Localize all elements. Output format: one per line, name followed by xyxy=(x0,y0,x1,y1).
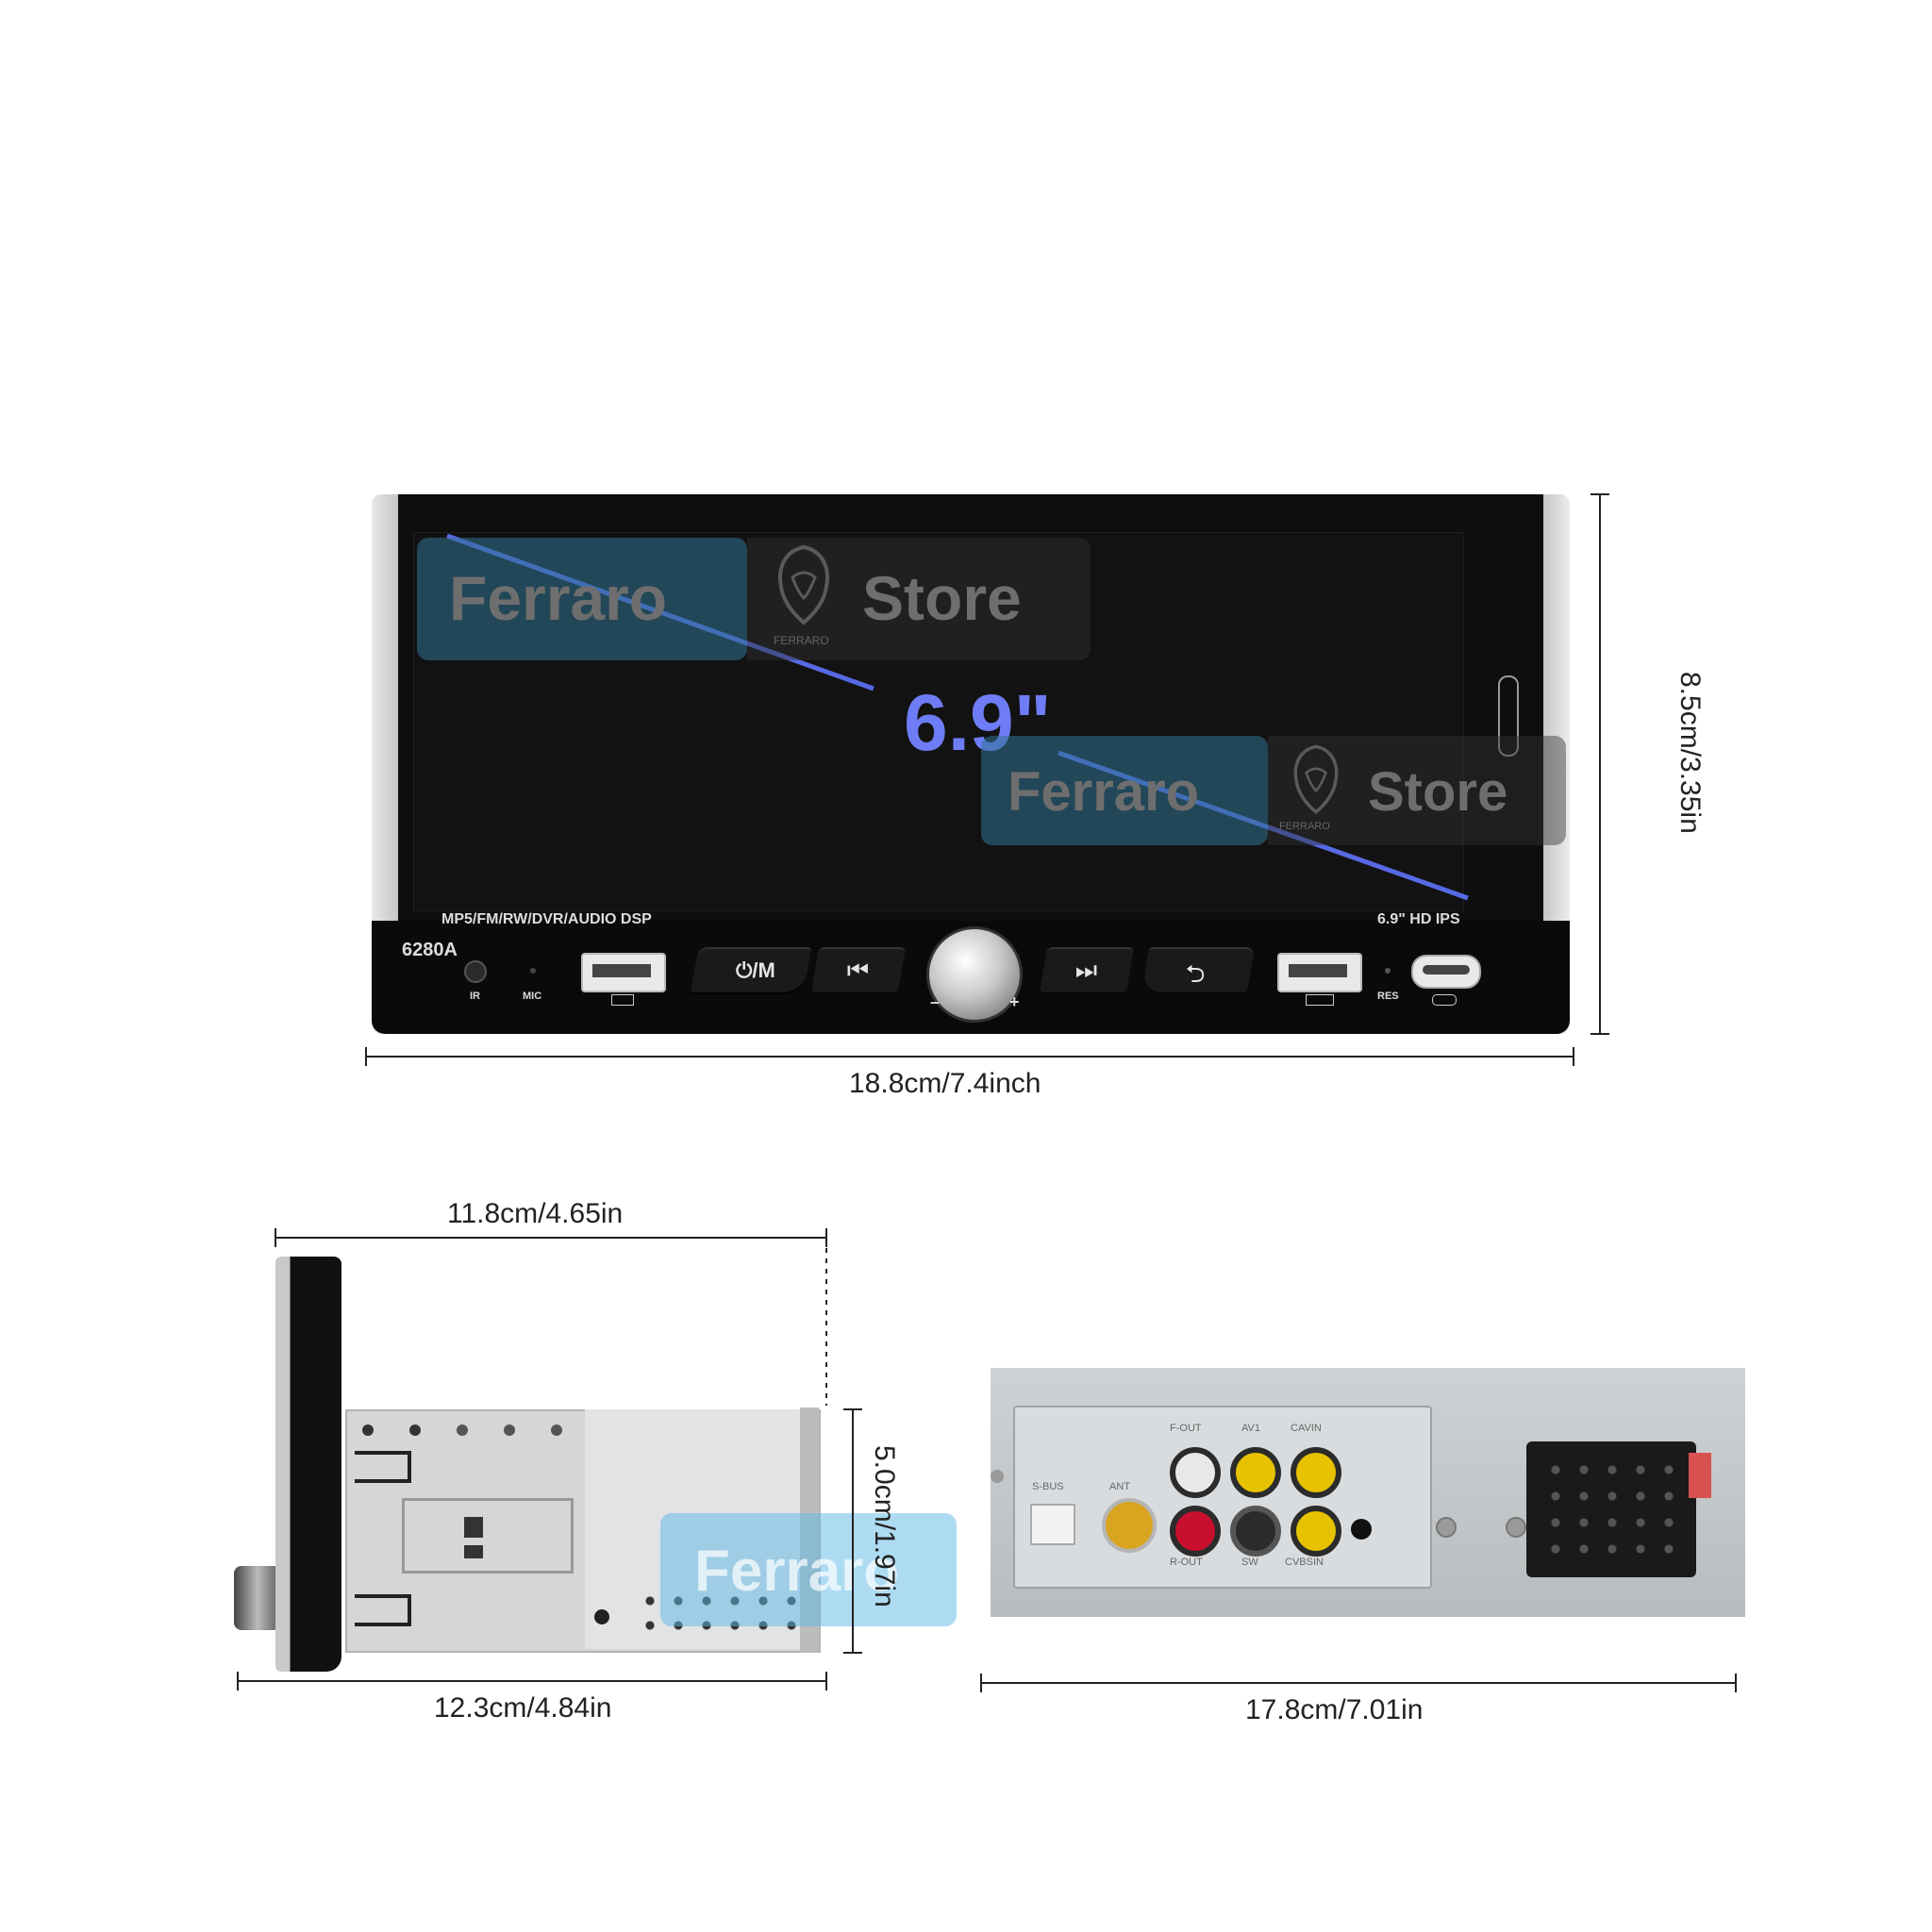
reset-label: RES xyxy=(1377,991,1399,1002)
mic-label: MIC xyxy=(523,991,542,1002)
watermark-brand-right: Store xyxy=(1368,761,1508,823)
rear-view: F-OUT AV1 CAVIN R-OUT SW CVBSIN ANT S-BU… xyxy=(991,1368,1745,1617)
rca-sw[interactable] xyxy=(1230,1506,1281,1557)
side-bracket-bottom xyxy=(355,1594,411,1626)
usb-c-charge-icon xyxy=(1432,994,1457,1006)
watermark-bottom: Ferraro FERRARO Store xyxy=(981,736,1566,849)
port-label-cvbsin: CVBSIN xyxy=(1285,1557,1324,1568)
side-screw-hole xyxy=(409,1424,421,1436)
watermark-small-text: FERRARO xyxy=(1279,821,1330,832)
usb-port-front-right[interactable] xyxy=(1277,953,1362,992)
iso-connector-pins xyxy=(1541,1457,1683,1562)
port-label-r-out: R-OUT xyxy=(1170,1557,1203,1568)
knob-plus-label: + xyxy=(1009,992,1020,1011)
volume-knob[interactable] xyxy=(926,926,1023,1023)
port-label-av1: AV1 xyxy=(1241,1423,1260,1434)
s-bus-connector[interactable] xyxy=(1030,1504,1075,1545)
reset-hole-icon xyxy=(1385,968,1391,974)
side-bracket-top xyxy=(355,1451,411,1483)
side-screw-hole xyxy=(457,1424,468,1436)
watermark-side xyxy=(660,1513,957,1626)
side-depth-bottom-label: 12.3cm/4.84in xyxy=(434,1692,612,1724)
side-center-slot xyxy=(402,1498,574,1574)
port-label-sw: SW xyxy=(1241,1557,1258,1568)
side-screw-hole xyxy=(504,1424,515,1436)
usb-port-tongue xyxy=(592,964,651,977)
port-label-s-bus: S-BUS xyxy=(1032,1481,1064,1492)
mic-hole-icon xyxy=(530,968,536,974)
usb-charge-icon xyxy=(1306,994,1334,1006)
rear-screw xyxy=(991,1470,1004,1483)
usb-media-icon xyxy=(611,994,634,1006)
side-round-hole xyxy=(594,1609,609,1624)
watermark-left-panel xyxy=(417,538,747,660)
rca-r-out[interactable] xyxy=(1170,1506,1221,1557)
front-width-label: 18.8cm/7.4inch xyxy=(849,1068,1041,1099)
rear-width-label: 17.8cm/7.01in xyxy=(1245,1694,1424,1725)
home-slot xyxy=(1498,675,1519,757)
rear-port-panel xyxy=(1013,1406,1432,1589)
usb-port-front-left[interactable] xyxy=(581,953,666,992)
iso-connector-red-block xyxy=(1689,1453,1711,1498)
side-front-face xyxy=(275,1257,341,1672)
rca-cvbsin[interactable] xyxy=(1291,1506,1341,1557)
port-label-f-out: F-OUT xyxy=(1170,1423,1202,1434)
port-label-cavin: CAVIN xyxy=(1291,1423,1322,1434)
usb-c-port-inner xyxy=(1423,965,1470,974)
lion-logo-icon xyxy=(768,541,840,630)
rca-av1[interactable] xyxy=(1230,1447,1281,1498)
rca-f-out[interactable] xyxy=(1170,1447,1221,1498)
side-clip xyxy=(464,1545,483,1558)
watermark-small-text: FERRARO xyxy=(774,634,829,647)
watermark-brand-left: Ferraro xyxy=(449,563,668,633)
rear-screw xyxy=(1436,1517,1457,1538)
side-clip xyxy=(464,1517,483,1538)
mic-jack[interactable] xyxy=(1351,1519,1372,1540)
model-label: 6280A xyxy=(402,940,458,960)
watermark-top: Ferraro FERRARO Store xyxy=(417,536,1091,662)
side-knob xyxy=(234,1566,281,1630)
watermark-brand-left: Ferraro xyxy=(1008,761,1200,823)
ir-sensor-icon xyxy=(464,960,487,983)
lion-logo-icon xyxy=(1285,741,1347,819)
port-label-ant: ANT xyxy=(1109,1481,1130,1492)
knob-minus-label: – xyxy=(930,992,941,1011)
side-screw-hole xyxy=(551,1424,562,1436)
watermark-brand-right: Store xyxy=(862,563,1022,633)
watermark-left-panel xyxy=(981,736,1268,845)
antenna-port[interactable] xyxy=(1102,1498,1157,1553)
usb-port-tongue xyxy=(1289,964,1347,977)
ir-label: IR xyxy=(470,991,480,1002)
usb-c-port[interactable] xyxy=(1411,955,1481,989)
rear-screw xyxy=(1506,1517,1526,1538)
features-label: MP5/FM/RW/DVR/AUDIO DSP xyxy=(441,911,652,927)
watermark-side-text: Ferraro xyxy=(694,1539,900,1604)
side-screw-hole xyxy=(362,1424,374,1436)
side-depth-top-label: 11.8cm/4.65in xyxy=(447,1198,624,1229)
rca-cavin[interactable] xyxy=(1291,1447,1341,1498)
display-spec-label: 6.9" HD IPS xyxy=(1377,911,1460,927)
